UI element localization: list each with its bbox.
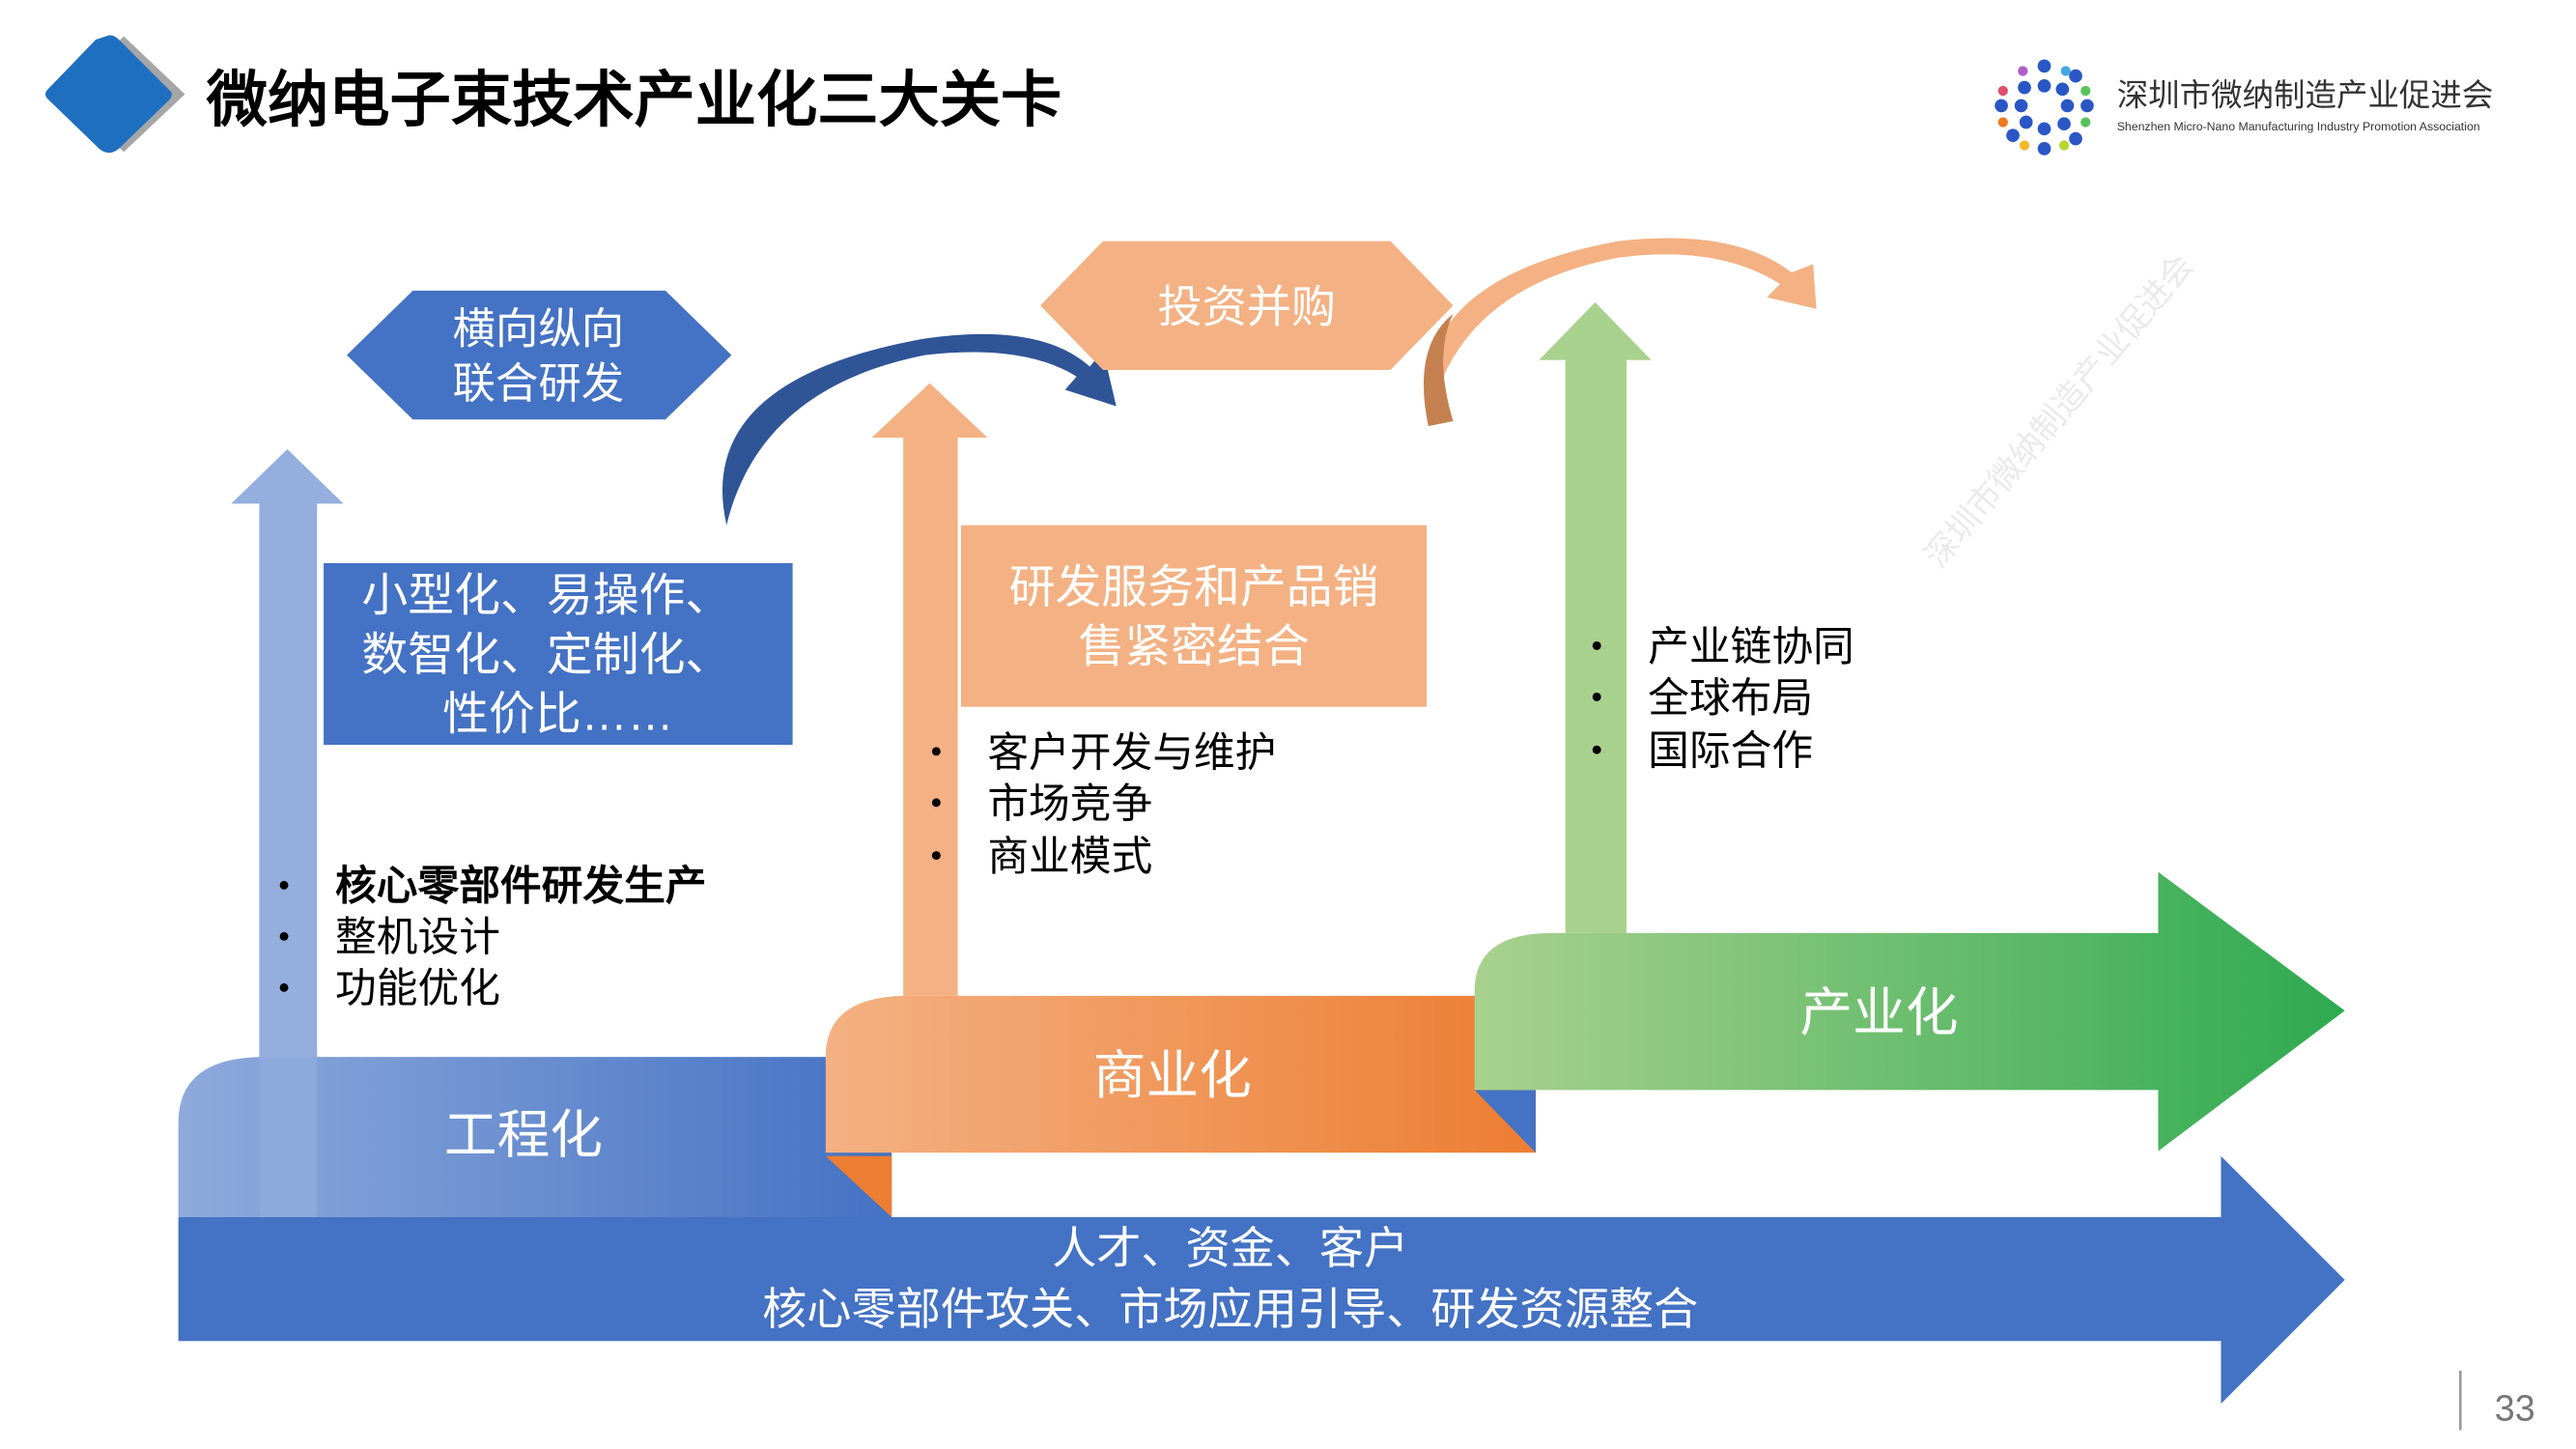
bullet-item: 功能优化 (335, 966, 500, 1012)
hexagon-text: 投资并购 (1157, 281, 1336, 331)
box-text: 性价比…… (442, 690, 673, 741)
stage-engineering-label: 工程化 (444, 1104, 603, 1164)
box-text: 小型化、易操作、 (361, 571, 731, 622)
stage-industrialization-label: 产业化 (1800, 982, 1959, 1042)
association-name-cn: 深圳市微纳制造产业促进会 (2117, 77, 2494, 112)
bullet-item: 核心零部件研发生产 (335, 864, 706, 910)
box-text: 研发服务和产品销 (1009, 562, 1379, 613)
hexagon-text: 联合研发 (452, 360, 624, 408)
bullet-item: 国际合作 (1648, 728, 1813, 775)
stage-engineering: 工程化 横向纵向 联合研发 小型化、易操作、 数智化、定制化、 性价比…… 核心… (178, 290, 1117, 1217)
hexagon-text: 横向纵向 (452, 306, 624, 354)
bullet-item: 商业模式 (987, 834, 1152, 880)
box-text: 售紧密结合 (1078, 622, 1309, 673)
stage-commercialization-hexagon (1040, 241, 1454, 370)
curved-arrow-icon (1426, 238, 1817, 427)
stage-commercialization-up-arrow (871, 383, 988, 996)
curved-arrow-icon (722, 333, 1117, 526)
bullet-item: 客户开发与维护 (987, 729, 1276, 776)
association-name-en: Shenzhen Micro-Nano Manufacturing Indust… (2117, 120, 2480, 133)
stage-engineering-box (324, 562, 793, 746)
stage-commercialization-label: 商业化 (1093, 1045, 1252, 1105)
stage-commercialization: 商业化 投资并购 研发服务和产品销 售紧密结合 客户开发与维护 市场竞争 商业模… (825, 238, 1817, 1153)
bullet-item: 整机设计 (335, 915, 500, 961)
association-logo-icon (1995, 59, 2094, 156)
stage-commercialization-box (960, 525, 1428, 707)
foundation-line-1: 人才、资金、客户 (1052, 1223, 1408, 1273)
foundation-line-2: 核心零部件攻关、市场应用引导、研发资源整合 (762, 1284, 1698, 1334)
stage-industrialization-up-arrow (1539, 301, 1652, 933)
box-text: 数智化、定制化、 (361, 630, 731, 681)
page-number: 33 (2495, 1387, 2535, 1428)
stage-engineering-up-arrow (231, 449, 344, 1217)
stage-industrialization: 产业化 产业链协同 全球布局 国际合作 (1474, 301, 2345, 1151)
bullet-item: 市场竞争 (987, 781, 1152, 827)
bullet-item: 产业链协同 (1648, 624, 1854, 670)
page-title: 微纳电子束技术产业化三大关卡 (206, 67, 1062, 134)
bullet-item: 全球布局 (1648, 675, 1813, 722)
foundation-arrow: 人才、资金、客户 核心零部件攻关、市场应用引导、研发资源整合 (178, 1155, 2345, 1405)
stage-engineering-hexagon (347, 290, 732, 420)
watermark: 深圳市微纳制造产业促进会 (1918, 247, 2201, 575)
watermarks: 深圳市微纳制造产业促进会 (1918, 247, 2201, 575)
title-diamond-icon (45, 35, 185, 154)
